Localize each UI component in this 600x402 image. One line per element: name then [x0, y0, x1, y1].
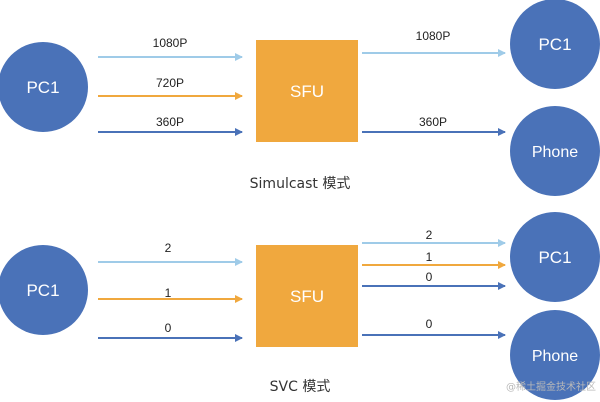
simulcast-label-out-1080p: 1080P: [416, 29, 451, 43]
svc-sfu-node: SFU: [256, 245, 358, 347]
svc-receiver-pc1-node: PC1: [510, 212, 600, 302]
svc-sender-label: PC1: [26, 281, 59, 300]
svc-label-out-layer-1: 1: [426, 250, 433, 264]
simulcast-diagram: PC1 SFU PC1 Phone 1080P 720P 360P 1080P …: [0, 0, 600, 196]
simulcast-sfu-node: SFU: [256, 40, 358, 142]
simulcast-sfu-label: SFU: [290, 82, 324, 101]
simulcast-sfu-box: [256, 40, 358, 142]
svc-label-in-layer-1: 1: [165, 286, 172, 300]
svc-sfu-label: SFU: [290, 287, 324, 306]
svc-label-out-layer-2: 2: [426, 228, 433, 242]
svc-sender-node: PC1: [0, 245, 88, 335]
svc-sender-circle: [0, 245, 88, 335]
simulcast-receiver-pc1-label: PC1: [538, 35, 571, 54]
svc-caption: SVC 模式: [270, 379, 331, 395]
simulcast-sender-label: PC1: [26, 78, 59, 97]
simulcast-receiver-phone-label: Phone: [532, 144, 578, 161]
simulcast-label-in-720p: 720P: [156, 76, 184, 90]
simulcast-label-out-360p: 360P: [419, 115, 447, 129]
svc-label-in-layer-2: 2: [165, 241, 172, 255]
svc-receiver-phone-node: Phone: [510, 310, 600, 400]
simulcast-receiver-pc1-node: PC1: [510, 0, 600, 89]
svc-label-out-layer-0-phone: 0: [426, 317, 433, 331]
svc-receiver-pc1-circle: [510, 212, 600, 302]
simulcast-caption: Simulcast 模式: [250, 176, 351, 192]
simulcast-receiver-phone-circle: [510, 106, 600, 196]
simulcast-sender-node: PC1: [0, 42, 88, 132]
svc-sfu-box: [256, 245, 358, 347]
simulcast-receiver-phone-node: Phone: [510, 106, 600, 196]
simulcast-label-in-360p: 360P: [156, 115, 184, 129]
svc-diagram: PC1 SFU PC1 Phone 2 1 0 2 1 0 0 SVC 模式: [0, 212, 600, 400]
simulcast-label-in-1080p: 1080P: [153, 36, 188, 50]
simulcast-receiver-pc1-circle: [510, 0, 600, 89]
svc-label-in-layer-0: 0: [165, 321, 172, 335]
simulcast-sender-circle: [0, 42, 88, 132]
svc-receiver-phone-circle: [510, 310, 600, 400]
svc-receiver-pc1-label: PC1: [538, 248, 571, 267]
watermark: @稀土掘金技术社区: [506, 380, 596, 393]
svc-label-out-layer-0-pc1: 0: [426, 270, 433, 284]
svc-receiver-phone-label: Phone: [532, 348, 578, 365]
